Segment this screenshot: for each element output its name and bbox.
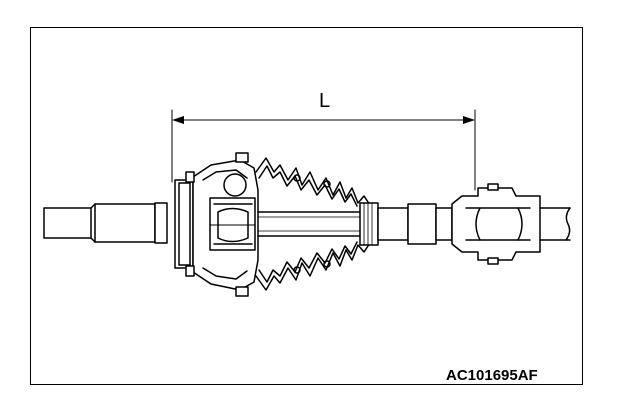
- figure-frame: [30, 27, 583, 385]
- cv-joint-housing: [174, 152, 259, 297]
- boot-bellows: [255, 157, 371, 291]
- inner-joint: [451, 183, 541, 265]
- main-shaft: [257, 202, 453, 246]
- dimension-l: [171, 109, 476, 191]
- left-stub-shaft: [43, 202, 168, 244]
- dimension-label: L: [319, 90, 331, 112]
- right-shaft: [539, 207, 571, 241]
- figure-id: AC101695AF: [446, 367, 538, 384]
